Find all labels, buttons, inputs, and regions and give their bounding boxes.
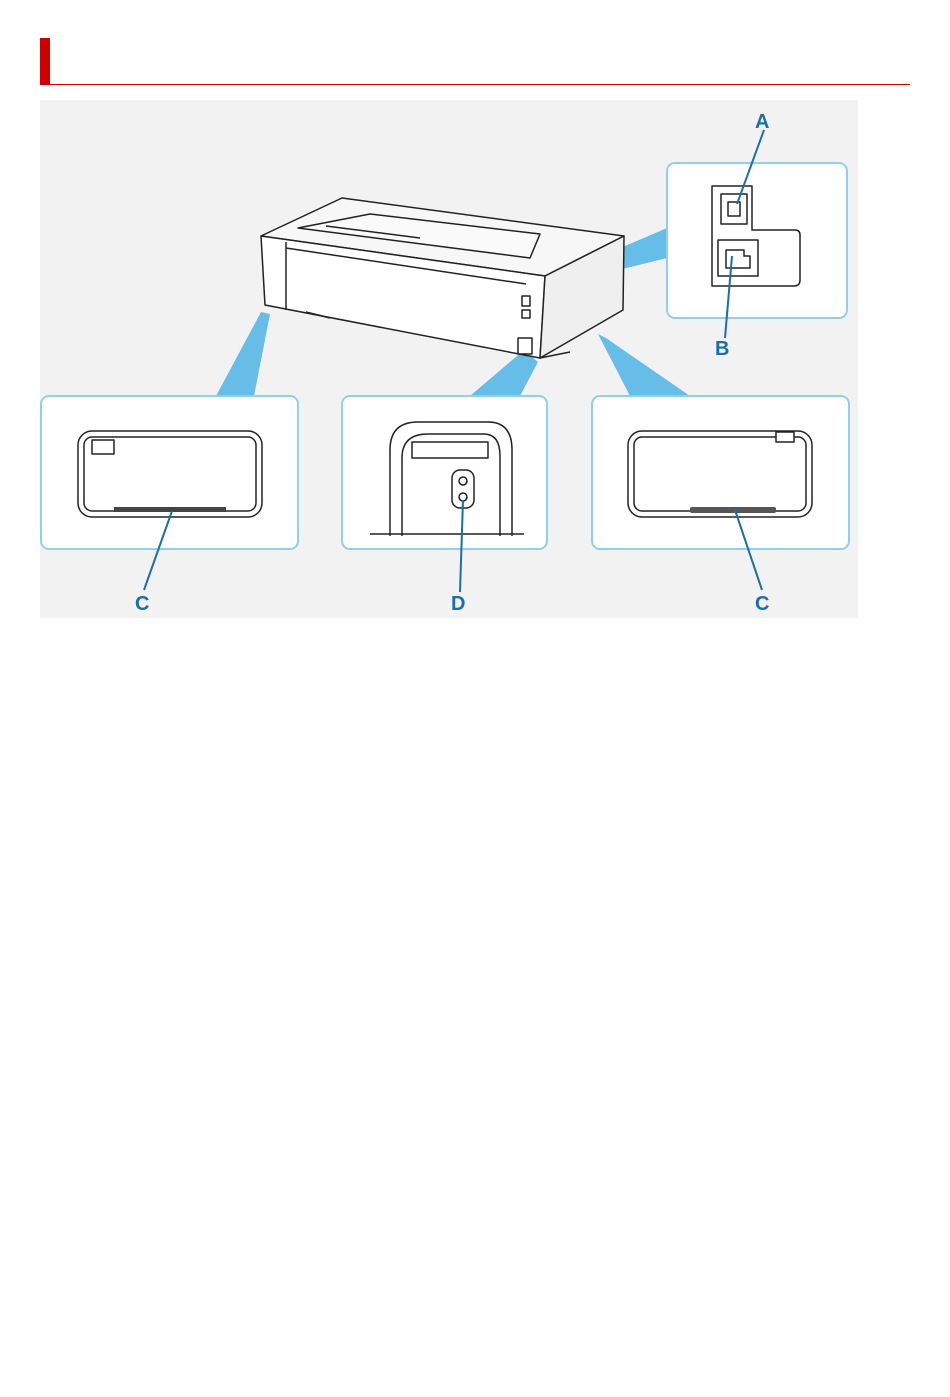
- usb-port-inner: [728, 202, 740, 216]
- right-cover-tab: [776, 432, 794, 442]
- callout-a: A: [755, 112, 769, 132]
- power-inlet-recess: [518, 338, 532, 354]
- rear-slot-top: [522, 296, 530, 306]
- power-pin-bottom: [459, 493, 467, 501]
- power-label-area: [412, 442, 488, 458]
- callout-c-right: C: [755, 594, 769, 614]
- printer-rear-diagram: A B C D C: [40, 100, 858, 618]
- wedge-power-panel: [470, 350, 538, 396]
- callout-d: D: [451, 594, 465, 614]
- power-pin-top: [459, 477, 467, 485]
- left-cover-tab: [92, 440, 114, 454]
- right-cover-grip: [690, 507, 776, 513]
- power-detail: [370, 422, 524, 536]
- section-header-marker: [40, 38, 50, 84]
- left-cover-grip: [114, 507, 226, 512]
- rear-slot-bottom: [522, 310, 530, 318]
- wedge-right-panel: [598, 334, 690, 396]
- wedge-left-panel: [216, 312, 270, 396]
- right-cover-detail: [628, 431, 812, 517]
- diagram-canvas: [40, 100, 858, 618]
- printer-body: [261, 198, 624, 358]
- right-cover-inner: [634, 437, 806, 511]
- callout-c-left: C: [135, 594, 149, 614]
- section-header-rule: [40, 84, 910, 85]
- left-cover-detail: [78, 431, 262, 517]
- callout-b: B: [715, 339, 729, 359]
